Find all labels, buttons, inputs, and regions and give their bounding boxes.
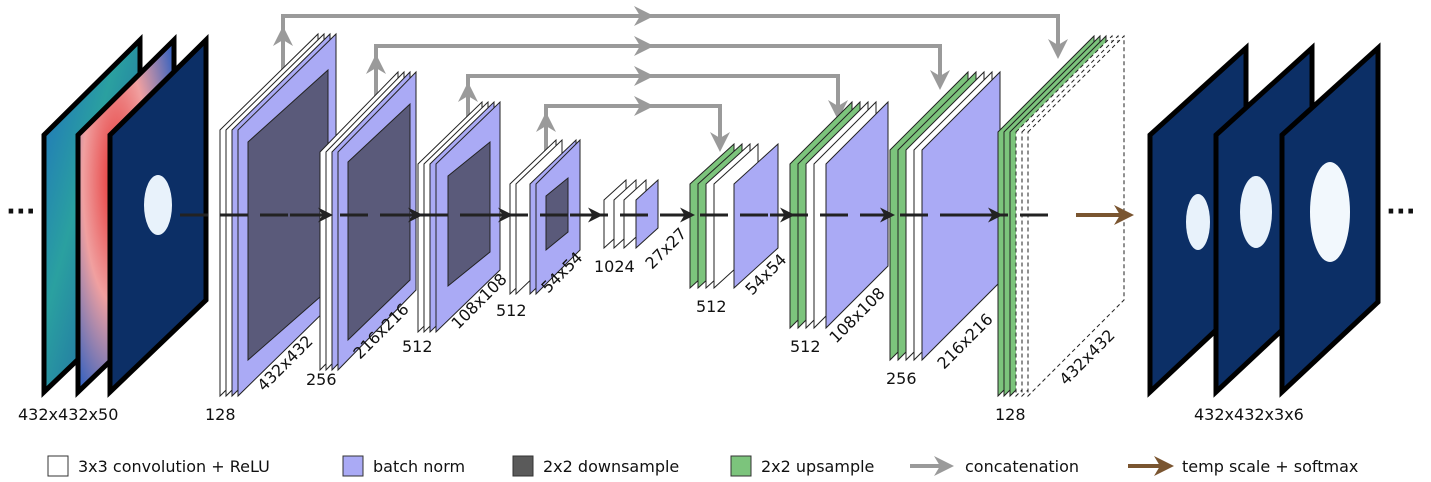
encoder-block-4	[509, 138, 581, 296]
enc2-channels: 256	[306, 370, 337, 389]
legend-label-concat: concatenation	[965, 457, 1079, 476]
legend-label-downsample: 2x2 downsample	[543, 457, 679, 476]
encoder-block-3	[417, 100, 501, 334]
dec1-channels: 512	[696, 297, 727, 316]
legend-swatch-batchnorm	[342, 455, 364, 477]
input-maps	[41, 34, 209, 398]
dec2-channels: 512	[790, 337, 821, 356]
legend-label-upsample: 2x2 upsample	[761, 457, 874, 476]
legend-swatch-conv	[47, 455, 69, 477]
decoder-block-3	[889, 70, 1001, 362]
legend-swatch-upsample	[730, 455, 752, 477]
bottleneck-channels: 1024	[594, 257, 635, 276]
enc4-channels: 512	[496, 301, 527, 320]
dec4-channels: 128	[995, 405, 1026, 424]
legend: 3x3 convolution + ReLU batch norm 2x2 do…	[47, 455, 1358, 477]
legend-label-softmax: temp scale + softmax	[1182, 457, 1358, 476]
legend-label-batchnorm: batch norm	[373, 457, 465, 476]
dec3-channels: 256	[886, 369, 917, 388]
legend-label-conv: 3x3 convolution + ReLU	[78, 457, 270, 476]
ellipsis-left: ···	[6, 197, 36, 227]
skip-arrow-3	[466, 74, 840, 124]
output-shape-label: 432x432x3x6	[1194, 405, 1304, 424]
encoder-block-2	[319, 70, 417, 372]
enc3-channels: 512	[402, 337, 433, 356]
enc1-channels: 128	[205, 405, 236, 424]
legend-swatch-downsample	[512, 455, 534, 477]
output-maps	[1147, 42, 1381, 398]
ellipsis-right: ···	[1386, 197, 1416, 227]
input-shape-label: 432x432x50	[18, 405, 118, 424]
